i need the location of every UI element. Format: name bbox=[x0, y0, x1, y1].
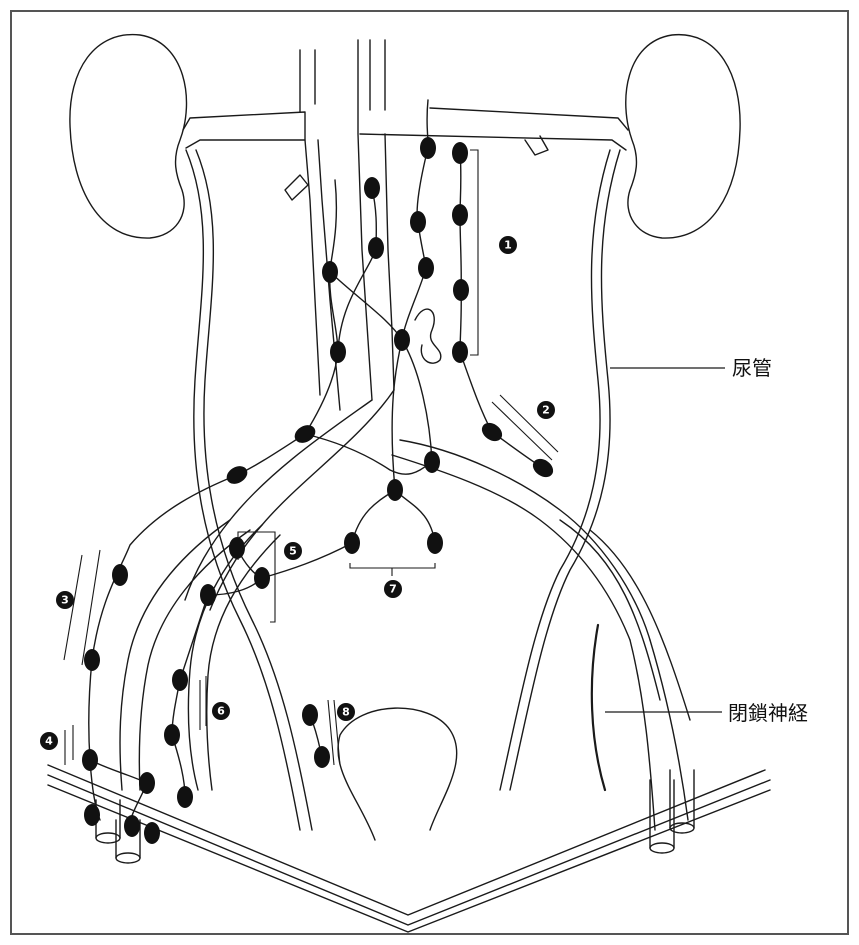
lymph-node bbox=[200, 584, 216, 606]
left-ureter-2 bbox=[196, 150, 312, 830]
lymph-node bbox=[529, 455, 556, 481]
left-renal-vessels bbox=[183, 112, 305, 148]
lymph-node bbox=[452, 204, 468, 226]
lymph-node bbox=[177, 786, 193, 808]
bladder bbox=[338, 708, 457, 840]
lymph-node bbox=[164, 724, 180, 746]
lymph-node bbox=[452, 142, 468, 164]
region-number-2: 2 bbox=[542, 404, 550, 417]
region-number-1: 1 bbox=[504, 239, 512, 252]
lymph-node bbox=[84, 804, 100, 826]
bracket-6 bbox=[200, 676, 206, 730]
left-external-iliac bbox=[120, 520, 230, 790]
lymph-node bbox=[410, 211, 426, 233]
lymph-node bbox=[302, 704, 318, 726]
lymph-node bbox=[82, 749, 98, 771]
lymph-node bbox=[368, 237, 384, 259]
region-marker-8: 8 bbox=[337, 703, 355, 721]
pelvic-floor-2 bbox=[48, 775, 770, 925]
lymph-node bbox=[112, 564, 128, 586]
region-marker-5: 5 bbox=[284, 542, 302, 560]
region-number-3: 3 bbox=[61, 594, 69, 607]
region-marker-7: 7 bbox=[384, 580, 402, 598]
region-number-6: 6 bbox=[217, 705, 225, 718]
lymph-node bbox=[322, 261, 338, 283]
bracket-1 bbox=[470, 150, 478, 355]
region-number-4: 4 bbox=[45, 735, 53, 748]
lymph-node bbox=[418, 257, 434, 279]
lymph-vessel-a bbox=[338, 188, 376, 352]
gonadal-vessel-left bbox=[285, 175, 308, 200]
obturator-nerve bbox=[592, 625, 605, 790]
region-marker-1: 1 bbox=[499, 236, 517, 254]
lymph-vessel-c bbox=[305, 434, 432, 474]
lymph-node bbox=[254, 567, 270, 589]
lymph-node bbox=[314, 746, 330, 768]
lymph-node bbox=[420, 137, 436, 159]
lymph-node bbox=[344, 532, 360, 554]
left-common-iliac-2 bbox=[210, 390, 394, 610]
region-number-8: 8 bbox=[342, 706, 350, 719]
lymph-node bbox=[84, 649, 100, 671]
lymph-node bbox=[291, 422, 318, 447]
bracket-4 bbox=[65, 725, 73, 765]
region-marker-3: 3 bbox=[56, 591, 74, 609]
region-number-5: 5 bbox=[289, 545, 297, 558]
region-number-7: 7 bbox=[389, 583, 397, 596]
right-vessel-outer bbox=[560, 520, 690, 720]
lymph-node bbox=[223, 463, 250, 488]
lymph-node bbox=[424, 451, 440, 473]
lymph-node bbox=[394, 329, 410, 351]
right-vessel-tubes bbox=[650, 770, 694, 848]
right-renal-vessels bbox=[360, 108, 628, 150]
lymph-node bbox=[330, 341, 346, 363]
left-kidney bbox=[70, 35, 187, 238]
region-marker-2: 2 bbox=[537, 401, 555, 419]
inferior-mesenteric-artery bbox=[415, 309, 441, 363]
pelvic-floor-3 bbox=[48, 785, 770, 932]
region-marker-4: 4 bbox=[40, 732, 58, 750]
lymph-node bbox=[229, 537, 245, 559]
left-external-iliac-2 bbox=[139, 530, 250, 790]
region-marker-6: 6 bbox=[212, 702, 230, 720]
lymph-node bbox=[139, 772, 155, 794]
bracket-7 bbox=[350, 563, 435, 576]
lymph-node bbox=[364, 177, 380, 199]
right-kidney bbox=[626, 35, 740, 238]
lymph-node bbox=[427, 532, 443, 554]
lymph-vessel-left-chain bbox=[89, 180, 338, 820]
lymph-vessel-b bbox=[330, 272, 432, 462]
lymph-node bbox=[453, 279, 469, 301]
lymph-node bbox=[172, 669, 188, 691]
right-external-iliac-2 bbox=[650, 640, 688, 820]
lymph-node bbox=[387, 479, 403, 501]
lymph-node bbox=[144, 822, 160, 844]
lymph-node bbox=[452, 341, 468, 363]
lymph-node bbox=[478, 419, 505, 445]
ureter-label: 尿管 bbox=[732, 356, 772, 380]
right-vessel-end-1 bbox=[650, 843, 674, 853]
lymph-node bbox=[124, 815, 140, 837]
left-common-iliac bbox=[185, 400, 372, 600]
obturator-nerve-label: 閉鎖神経 bbox=[728, 701, 808, 725]
left-vessel-end-2 bbox=[116, 853, 140, 863]
right-ureter bbox=[510, 150, 620, 790]
